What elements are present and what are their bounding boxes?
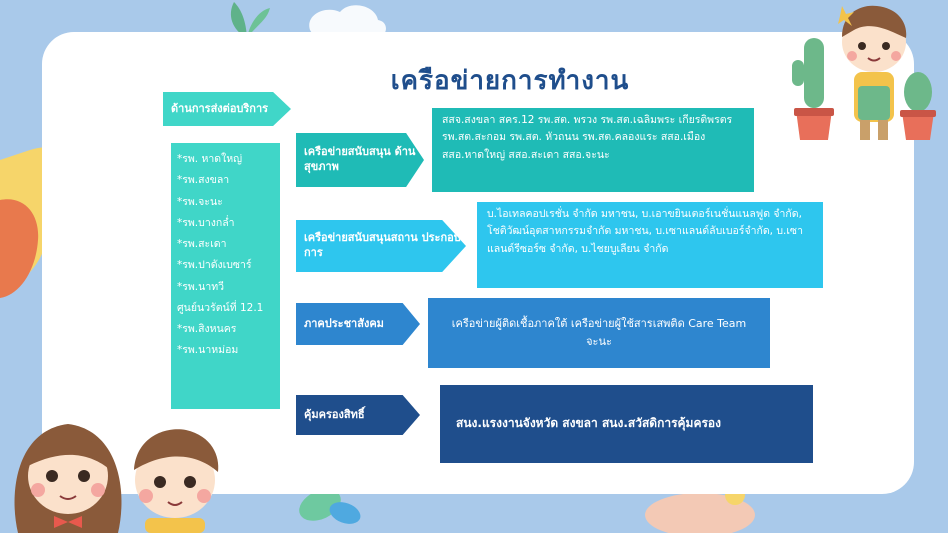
establishment-support-label-text: เครือข่ายสนับสนุนสถาน ประกอบการ [304,231,461,259]
hospital-list: *รพ. หาดใหญ่ *รพ.สงขลา *รพ.จะนะ *รพ.บางก… [171,143,280,409]
health-support-text: สสจ.สงขลา สคร.12 รพ.สต. พรวง รพ.สต.เฉลิม… [442,114,733,161]
list-item: *รพ.จะนะ [177,195,223,208]
blob-bottom-right-icon [645,485,755,533]
list-item: *รพ.บางกล่ำ [177,216,235,229]
girl-character-icon [14,424,122,533]
establishment-support-text: บ.ไอเทลคอปเรชั่น จำกัด มหาชน, บ.เอาขยินเ… [487,208,803,255]
health-support-panel: สสจ.สงขลา สคร.12 รพ.สต. พรวง รพ.สต.เฉลิม… [432,108,754,192]
rights-protection-panel: สนง.แรงงานจังหวัด สงขลา สนง.สวัสดิการคุ้… [440,385,813,463]
civil-society-text: เครือข่ายผู้ติดเชื้อภาคใต้ เครือข่ายผู้ใ… [451,316,747,348]
boy-character-icon [838,5,907,140]
list-item: *รพ.นาหม่อม [177,344,239,357]
civil-society-label-text: ภาคประชาสังคม [304,316,384,330]
rights-protection-text: สนง.แรงงานจังหวัด สงขลา สนง.สวัสดิการคุ้… [456,416,722,431]
service-referral-label: ด้านการส่งต่อบริการ [163,92,291,126]
cactus-right-icon [900,72,936,140]
establishment-support-panel: บ.ไอเทลคอปเรชั่น จำกัด มหาชน, บ.เอาขยินเ… [477,202,823,288]
page-title: เครือข่ายการทำงาน [390,66,630,96]
list-item: *รพ.สะเดา [177,238,227,251]
leaf-top-left-icon [230,2,270,38]
health-support-label-text: เครือข่ายสนับสนุน ด้านสุขภาพ [304,145,416,173]
list-item: *รพ.ปาดังเบซาร์ [177,259,252,272]
rights-protection-label: คุ้มครองสิทธิ์ [296,395,420,435]
health-support-label: เครือข่ายสนับสนุน ด้านสุขภาพ [296,133,424,187]
cloud-top-icon [309,5,386,38]
leaf-bottom-icon [299,489,361,524]
civil-society-panel: เครือข่ายผู้ติดเชื้อภาคใต้ เครือข่ายผู้ใ… [428,298,770,368]
list-item: *รพ. หาดใหญ่ [177,153,243,165]
list-item: *รพ.สงขลา [177,174,230,187]
list-item: *รพ.สิงหนคร [177,323,237,336]
service-referral-label-text: ด้านการส่งต่อบริการ [171,101,269,115]
list-item: *รพ.นาทวี [177,280,225,293]
boy-bottom-character-icon [134,429,219,533]
cactus-left-icon [792,38,834,140]
establishment-support-label: เครือข่ายสนับสนุนสถาน ประกอบการ [296,220,466,272]
rights-protection-label-text: คุ้มครองสิทธิ์ [304,407,365,421]
civil-society-label: ภาคประชาสังคม [296,303,420,345]
list-item: ศูนย์นวรัตน์ที่ 12.1 [177,301,264,314]
